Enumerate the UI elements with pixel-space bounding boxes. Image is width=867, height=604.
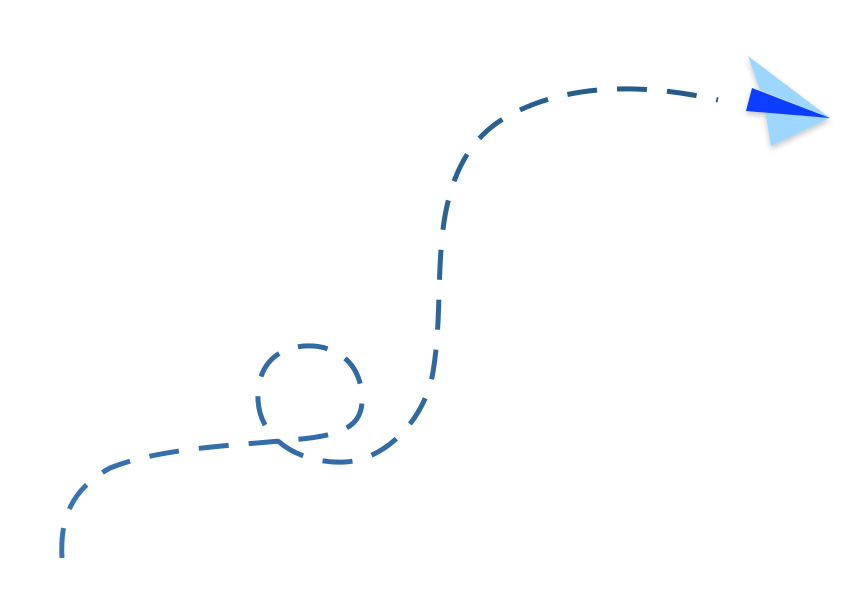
plane-fold bbox=[746, 88, 830, 118]
plane-upper-wing bbox=[748, 56, 830, 118]
paper-plane-icon bbox=[746, 56, 830, 146]
dashed-flight-path bbox=[59, 86, 719, 559]
plane-lower-wing bbox=[765, 110, 830, 146]
